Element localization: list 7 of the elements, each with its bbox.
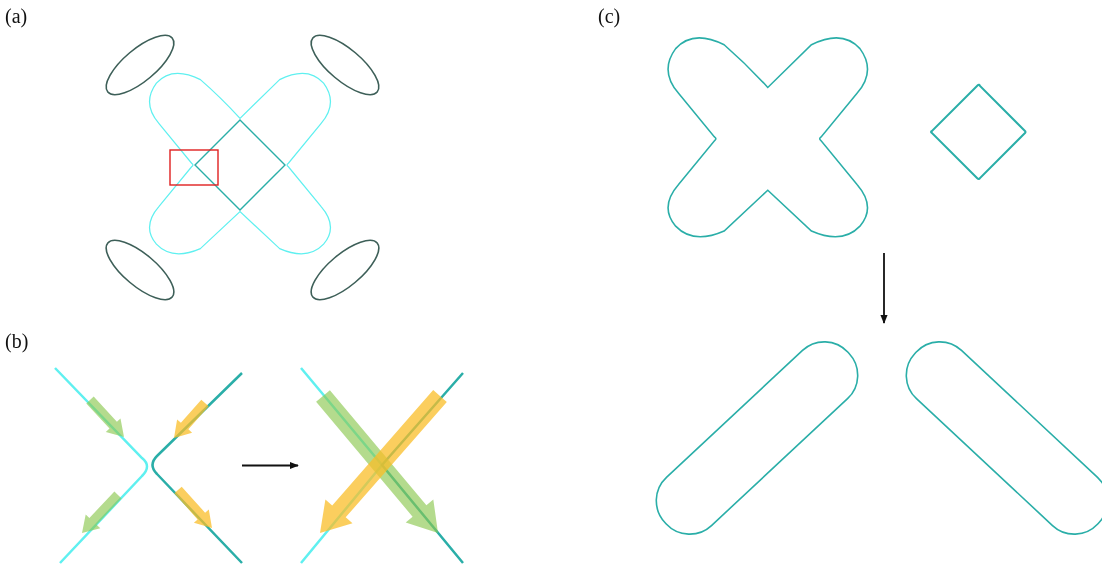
panel-label: (b) [5,330,29,352]
panel-label: (c) [598,5,621,27]
line-crossing-drawing [298,368,466,563]
arrow [880,252,888,324]
line-crossing-drawing [52,368,242,563]
arrow [241,461,299,470]
panel-label: (a) [5,5,28,27]
